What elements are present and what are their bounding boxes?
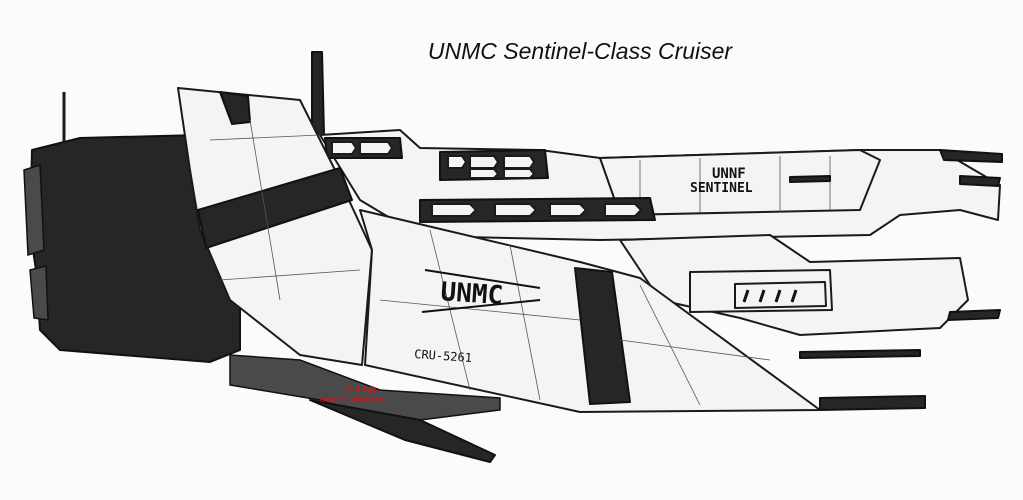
forward-fin bbox=[177, 87, 373, 366]
drawing-title: UNMC Sentinel-Class Cruiser bbox=[427, 38, 733, 64]
wing-marking-unmc: UNMC bbox=[440, 277, 505, 311]
hull-marking-unnf: UNNF bbox=[712, 166, 746, 182]
mast bbox=[311, 51, 325, 136]
lower-engine-block bbox=[619, 234, 1001, 411]
upper-hull bbox=[319, 129, 1003, 241]
hull-marking-sentinel: SENTINEL bbox=[690, 181, 753, 196]
mid-missile-bay bbox=[419, 197, 656, 223]
upper-missile-bay bbox=[324, 137, 549, 181]
main-wing bbox=[359, 209, 821, 413]
main-engine-housing bbox=[23, 134, 241, 363]
registry-number: CRU-5261 bbox=[414, 347, 473, 365]
watermark-url: unmc.deviantart.com bbox=[320, 397, 385, 404]
lower-keel bbox=[229, 354, 501, 463]
watermark-copyright: © a.t.p. bbox=[345, 384, 379, 395]
